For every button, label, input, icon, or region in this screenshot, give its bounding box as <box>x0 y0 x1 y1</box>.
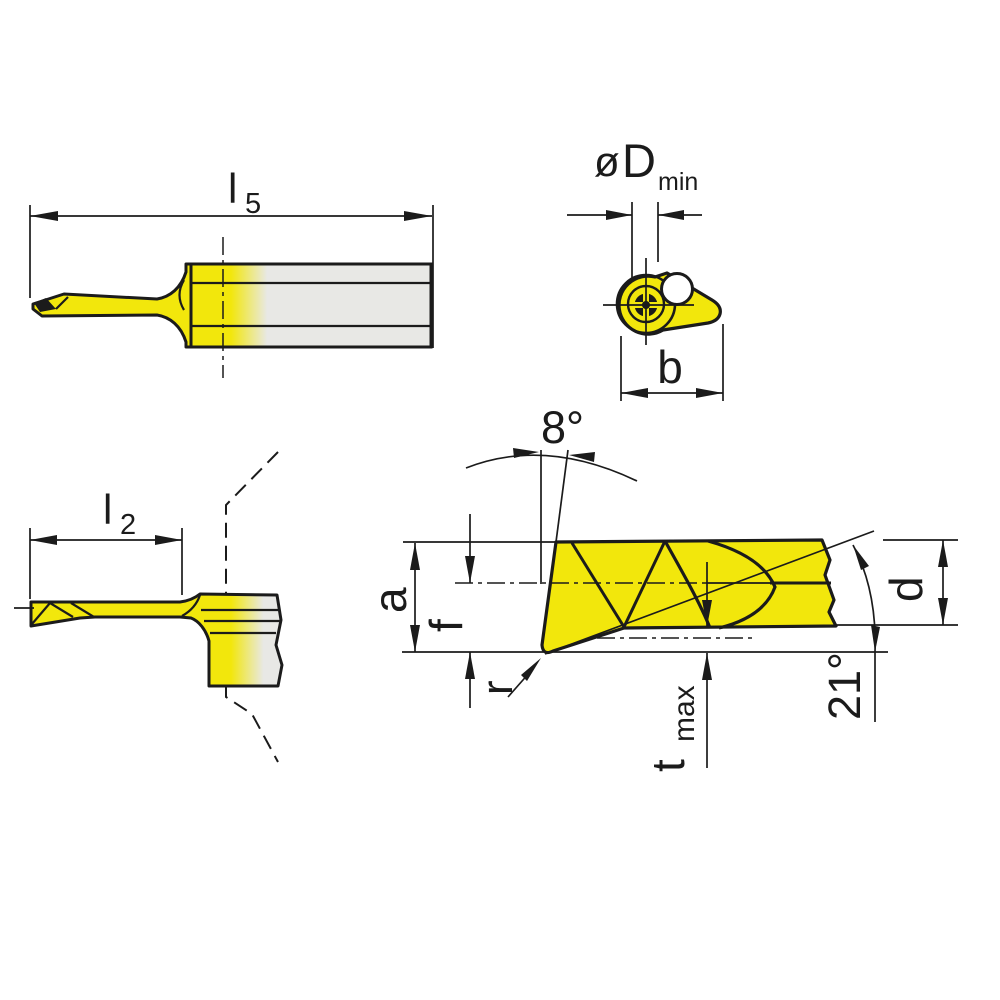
flank-angle-dimension: 21° <box>819 544 880 722</box>
tool-shank <box>188 262 433 349</box>
insert-height-dimension: a <box>364 543 420 652</box>
dimension-label-b: b <box>657 341 683 393</box>
tip-chamfer-edge-1 <box>31 602 51 625</box>
side-view-length-dimension: l 5 <box>29 165 434 348</box>
tip-chamfer-edge-3 <box>70 602 95 618</box>
insert-grind-edge-1 <box>570 542 626 628</box>
shank-diameter-dimension: d <box>836 539 958 626</box>
dim-arrow-right <box>404 211 432 221</box>
dimension-sub-l5: 5 <box>245 188 261 220</box>
dimension-sub-dmin: min <box>658 168 698 196</box>
dimension-label-l5: l <box>228 165 237 212</box>
dimension-sub-tmax: max <box>668 685 701 742</box>
end-view-diameter-dimension <box>567 202 702 296</box>
tip-chamfer-edge-2 <box>49 602 74 618</box>
dimension-label-d: d <box>880 576 932 602</box>
side-view: l 5 <box>29 165 434 378</box>
corner-radius-dimension: r <box>473 658 541 698</box>
insert-grind-edge-2 <box>622 540 667 628</box>
flank-angle-label: 21° <box>819 652 870 720</box>
dimension-label-tmax: t <box>642 759 694 772</box>
end-view: ø D min b <box>567 134 724 401</box>
end-view-width-dimension: b <box>620 324 724 401</box>
collar-arc <box>178 279 185 311</box>
cutting-tip-facet <box>34 298 56 312</box>
tool-shaft <box>31 262 193 349</box>
dimension-label-l2: l <box>103 486 112 533</box>
profile-detail-view: 8° a f r <box>364 402 958 772</box>
max-depth-dimension: t max <box>642 562 712 772</box>
tool-top-outline <box>29 592 284 688</box>
workpiece-boundary-dashed <box>225 451 279 763</box>
rake-angle-dimension: 8° <box>465 402 638 584</box>
top-view: l 2 <box>14 451 284 763</box>
dimension-label-diameter-prefix: ø <box>594 138 620 185</box>
neck-curve <box>181 594 202 617</box>
dimension-sub-l2: 2 <box>120 509 136 541</box>
rake-angle-label: 8° <box>541 402 584 453</box>
flank-angle-line <box>544 530 875 655</box>
dimension-label-f: f <box>420 619 472 632</box>
chipbreaker-curve-right <box>707 539 777 630</box>
center-height-dimension: f <box>420 514 475 708</box>
mounting-hole <box>660 272 694 306</box>
top-view-length-dimension: l 2 <box>29 486 183 599</box>
dim-arrow-left <box>30 211 58 221</box>
dimension-label-dmin: D <box>622 134 656 187</box>
cutting-tip-edge <box>55 296 69 310</box>
insert-profile-outline <box>540 538 838 655</box>
dimension-label-r: r <box>473 680 522 695</box>
dimension-label-a: a <box>364 587 416 613</box>
